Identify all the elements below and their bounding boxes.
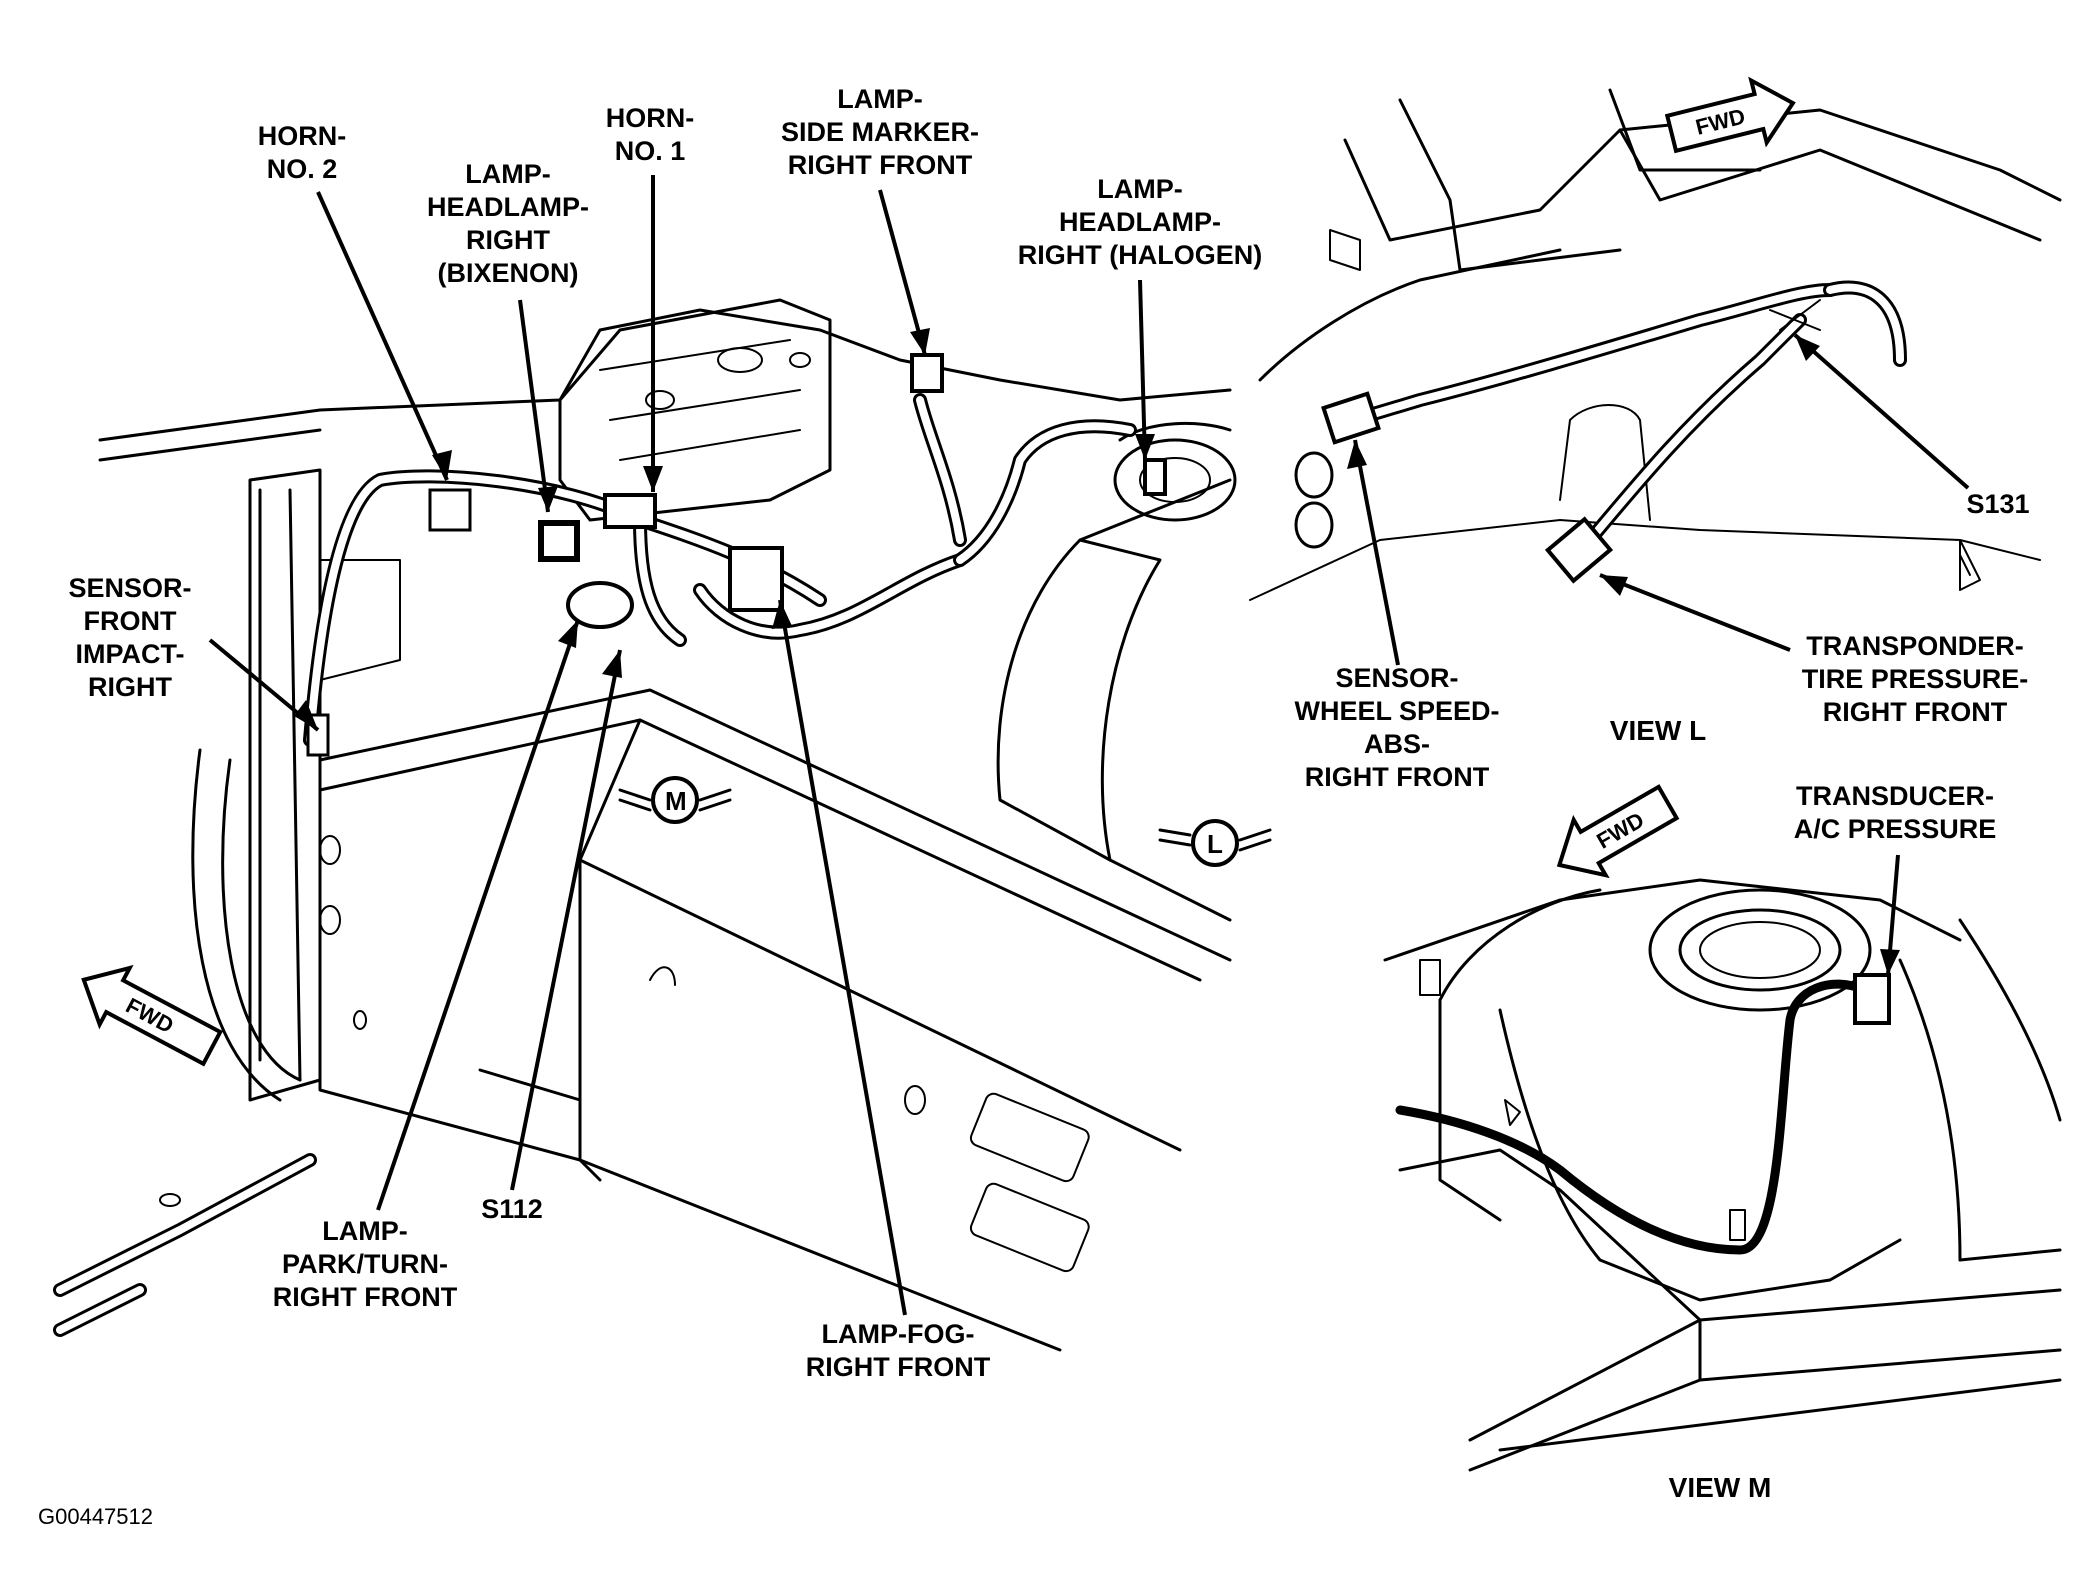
label-s131: S131 bbox=[1793, 333, 2030, 519]
impact-line1: SENSOR- bbox=[68, 573, 191, 603]
park-turn-line1: LAMP- bbox=[322, 1216, 407, 1246]
svg-text:LAMP-SIDE MARKER-RIGHT FRONT: LAMP-SIDE MARKER-RIGHT FRONT bbox=[781, 84, 979, 180]
view-m-caption: VIEW M bbox=[1669, 1472, 1772, 1503]
wheel-speed-line2: WHEEL SPEED- bbox=[1294, 696, 1499, 726]
impact-line3: IMPACT- bbox=[76, 639, 185, 669]
transponder-line1: TRANSPONDER- bbox=[1806, 631, 2024, 661]
horn-no2-line1: HORN- bbox=[258, 121, 347, 151]
park-turn-line2: PARK/TURN- bbox=[282, 1249, 448, 1279]
wheel-speed-line4: RIGHT FRONT bbox=[1305, 762, 1490, 792]
halogen-line3: RIGHT (HALOGEN) bbox=[1018, 240, 1262, 270]
fog-line1: LAMP-FOG- bbox=[822, 1319, 975, 1349]
view-l-caption: VIEW L bbox=[1610, 715, 1706, 746]
horn-no1-line1: HORN- bbox=[606, 103, 695, 133]
s131-text: S131 bbox=[1966, 489, 2029, 519]
svg-text:HORN-NO. 1: HORN-NO. 1 bbox=[606, 103, 695, 166]
bixenon-line3: RIGHT bbox=[466, 225, 551, 255]
horn-no2-line2: NO. 2 bbox=[267, 154, 338, 184]
callout-m: M bbox=[618, 776, 732, 824]
label-horn-no2: HORN-NO. 2 bbox=[258, 121, 452, 481]
label-s112: S112 bbox=[481, 649, 622, 1224]
label-lamp-headlamp-bixenon: LAMP-HEADLAMP-RIGHT(BIXENON) bbox=[427, 159, 589, 513]
impact-line2: FRONT bbox=[84, 606, 177, 636]
svg-text:LAMP-HEADLAMP-RIGHT(BIXENON): LAMP-HEADLAMP-RIGHT(BIXENON) bbox=[427, 159, 589, 288]
label-lamp-side-marker: LAMP-SIDE MARKER-RIGHT FRONT bbox=[781, 84, 979, 356]
view-m-drawing bbox=[1383, 878, 2062, 1472]
park-turn-line3: RIGHT FRONT bbox=[273, 1282, 458, 1312]
wheel-speed-line3: ABS- bbox=[1364, 729, 1430, 759]
label-lamp-fog: LAMP-FOG-RIGHT FRONT bbox=[772, 599, 991, 1382]
main-engine-bay-drawing bbox=[53, 298, 1237, 1352]
side-marker-line2: SIDE MARKER- bbox=[781, 117, 979, 147]
side-marker-line3: RIGHT FRONT bbox=[788, 150, 973, 180]
svg-text:LAMP-PARK/TURN-RIGHT FRONT: LAMP-PARK/TURN-RIGHT FRONT bbox=[273, 1216, 458, 1312]
label-transponder: TRANSPONDER-TIRE PRESSURE-RIGHT FRONT bbox=[1599, 573, 2029, 727]
label-horn-no1: HORN-NO. 1 bbox=[606, 103, 695, 492]
halogen-line1: LAMP- bbox=[1097, 174, 1182, 204]
side-marker-line1: LAMP- bbox=[837, 84, 922, 114]
label-lamp-headlamp-halogen: LAMP-HEADLAMP-RIGHT (HALOGEN) bbox=[1018, 174, 1262, 461]
impact-line4: RIGHT bbox=[88, 672, 173, 702]
svg-text:HORN-NO. 2: HORN-NO. 2 bbox=[258, 121, 347, 184]
label-lamp-park-turn: LAMP-PARK/TURN-RIGHT FRONT bbox=[273, 619, 580, 1312]
label-transducer: TRANSDUCER-A/C PRESSURE bbox=[1794, 781, 1997, 976]
view-l-drawing bbox=[1249, 88, 2062, 601]
svg-text:LAMP-HEADLAMP-RIGHT (HALOGEN): LAMP-HEADLAMP-RIGHT (HALOGEN) bbox=[1018, 174, 1262, 270]
label-sensor-wheel-speed: SENSOR-WHEEL SPEED-ABS-RIGHT FRONT bbox=[1294, 439, 1500, 792]
figure-id: G00447512 bbox=[38, 1504, 153, 1529]
callout-l: L bbox=[1158, 819, 1272, 867]
callout-l-letter: L bbox=[1207, 829, 1223, 859]
fog-line2: RIGHT FRONT bbox=[806, 1352, 991, 1382]
bixenon-line2: HEADLAMP- bbox=[427, 192, 589, 222]
bixenon-line1: LAMP- bbox=[465, 159, 550, 189]
halogen-line2: HEADLAMP- bbox=[1059, 207, 1221, 237]
transducer-line1: TRANSDUCER- bbox=[1796, 781, 1994, 811]
callout-m-letter: M bbox=[665, 786, 687, 816]
horn-no1-line2: NO. 1 bbox=[615, 136, 686, 166]
svg-text:TRANSPONDER-TIRE PRESSURE-RIGH: TRANSPONDER-TIRE PRESSURE-RIGHT FRONT bbox=[1802, 631, 2029, 727]
transponder-line3: RIGHT FRONT bbox=[1823, 697, 2008, 727]
svg-text:LAMP-FOG-RIGHT FRONT: LAMP-FOG-RIGHT FRONT bbox=[806, 1319, 991, 1382]
wheel-speed-line1: SENSOR- bbox=[1335, 663, 1458, 693]
svg-text:SENSOR-WHEEL SPEED-ABS-RIGHT F: SENSOR-WHEEL SPEED-ABS-RIGHT FRONT bbox=[1294, 663, 1499, 792]
s112-text: S112 bbox=[481, 1194, 543, 1224]
bixenon-line4: (BIXENON) bbox=[438, 258, 579, 288]
fwd-arrow-view-l: FWD bbox=[1664, 76, 1796, 154]
fwd-arrow-view-m: FWD bbox=[1556, 784, 1680, 879]
transducer-line2: A/C PRESSURE bbox=[1794, 814, 1997, 844]
svg-text:TRANSDUCER-A/C PRESSURE: TRANSDUCER-A/C PRESSURE bbox=[1794, 781, 1997, 844]
transponder-line2: TIRE PRESSURE- bbox=[1802, 664, 2029, 694]
